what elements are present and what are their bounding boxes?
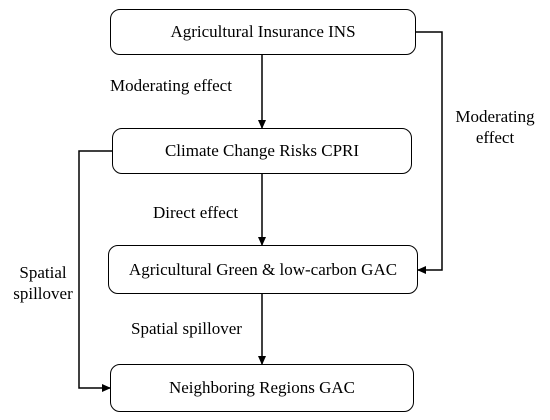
- agricultural-insurance-label: Agricultural Insurance INS: [170, 22, 356, 41]
- moderating-effect-right-line2: effect: [475, 128, 515, 147]
- moderating-effect-label-right: Moderating effect: [450, 106, 540, 148]
- climate-change-risks-label: Climate Change Risks CPRI: [164, 141, 360, 160]
- direct-effect-label: Direct effect: [153, 203, 239, 222]
- neighboring-regions-box: Neighboring Regions GAC: [110, 364, 414, 412]
- agricultural-insurance-box: Agricultural Insurance INS: [110, 9, 416, 55]
- moderating-effect-right-line1: Moderating: [455, 107, 535, 126]
- arrow-climate-to-neighbor-spillover: [78, 150, 112, 392]
- agricultural-green-box: Agricultural Green & low-carbon GAC: [108, 245, 418, 294]
- arrow-insurance-to-green-moderating: [416, 31, 443, 274]
- spatial-spillover-left-line1: Spatial: [19, 263, 67, 282]
- spatial-spillover-left-line2: spillover: [13, 284, 73, 303]
- neighboring-regions-label: Neighboring Regions GAC: [168, 378, 356, 397]
- spatial-spillover-label-center: Spatial spillover: [131, 319, 242, 338]
- climate-change-risks-box: Climate Change Risks CPRI: [112, 128, 412, 174]
- spatial-spillover-label-left: Spatial spillover: [8, 262, 78, 304]
- agricultural-green-label: Agricultural Green & low-carbon GAC: [128, 259, 398, 279]
- moderating-effect-label-left: Moderating effect: [110, 76, 232, 95]
